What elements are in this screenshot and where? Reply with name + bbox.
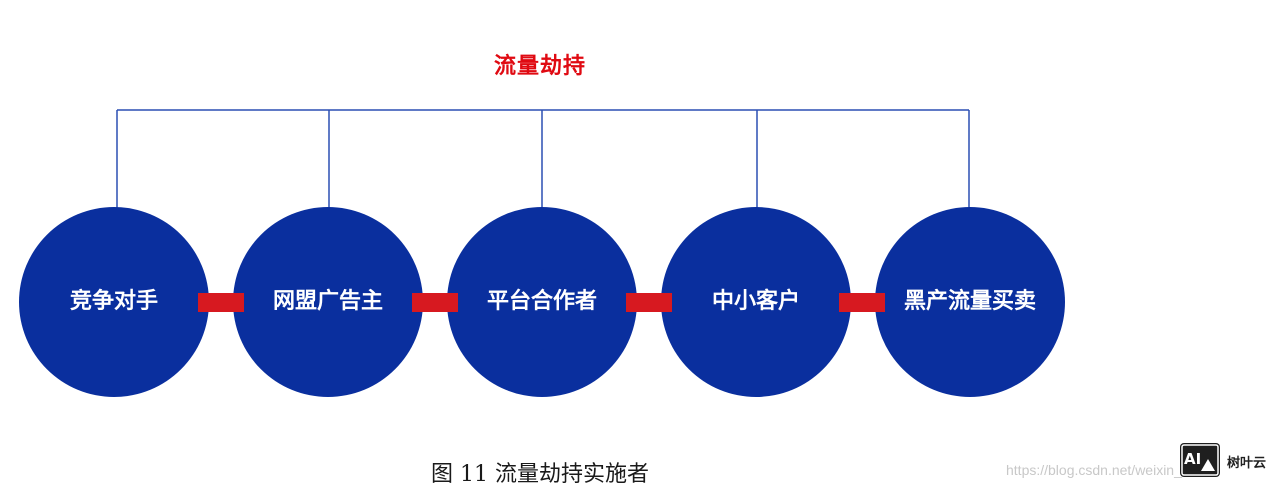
logo-mark: AI	[1184, 450, 1201, 468]
logo-text: 树叶云	[1227, 456, 1267, 471]
watermark-url: https://blog.csdn.net/weixin_	[1006, 462, 1182, 478]
node-label-ad-network-advertiser: 网盟广告主	[272, 289, 383, 314]
node-label-platform-partner: 平台合作者	[486, 289, 597, 314]
node-label-small-medium-client: 中小客户	[711, 289, 800, 314]
diagram-title: 流量劫持	[493, 54, 586, 79]
node-circle-2	[233, 207, 423, 397]
figure-caption: 图 11 流量劫持实施者	[431, 462, 649, 487]
connector-1-2	[198, 293, 244, 312]
node-circle-1	[19, 207, 209, 397]
connector-4-5	[839, 293, 885, 312]
node-circle-3	[447, 207, 637, 397]
connector-2-3	[412, 293, 458, 312]
node-circle-5	[875, 207, 1065, 397]
brand-logo: AI 树叶云	[1180, 443, 1276, 479]
node-circle-4	[661, 207, 851, 397]
node-label-black-market-traffic: 黑产流量买卖	[903, 289, 1036, 314]
connector-3-4	[626, 293, 672, 312]
node-label-competitor: 竞争对手	[69, 289, 158, 314]
logo-icon: AI	[1180, 443, 1220, 477]
